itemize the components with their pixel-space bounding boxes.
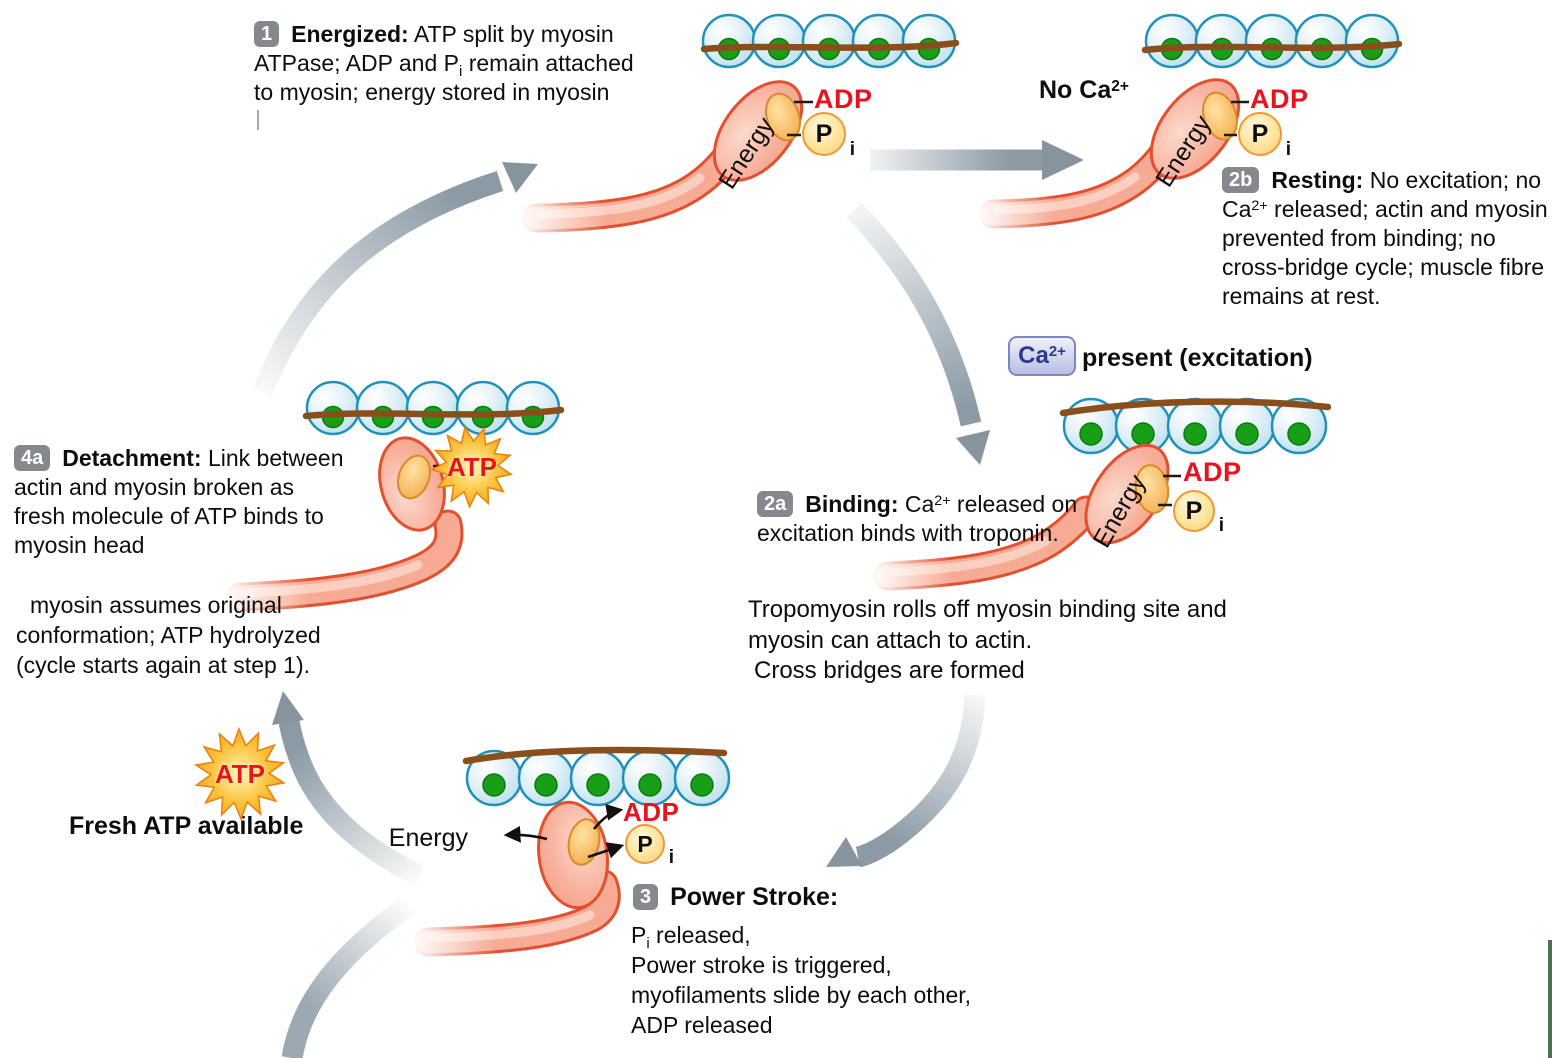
nucleotide-pocket	[397, 454, 431, 500]
starburst-icon	[193, 726, 287, 822]
nucleotide-pocket	[765, 92, 801, 142]
actin-filament-detachment	[302, 380, 565, 436]
arrow-powerstroke-tail	[281, 894, 418, 1058]
myosin-binding-site	[534, 773, 558, 797]
arrow-to-energy	[503, 825, 548, 843]
myosin-resting	[975, 78, 1241, 238]
myosin-binding-site	[1183, 422, 1207, 446]
step-badge-4a: 4a	[14, 445, 51, 471]
adp-label: ADP	[623, 797, 680, 827]
starburst-icon	[430, 425, 514, 509]
arrowhead-energized	[502, 162, 538, 193]
actin-filament-binding	[1059, 397, 1332, 455]
atp-starburst: ATP	[412, 407, 532, 527]
step-badge-2a: 2a	[757, 491, 794, 517]
tropomyosin-note: Tropomyosin rolls off myosin binding sit…	[748, 596, 1227, 654]
tropomyosin-strand	[700, 39, 960, 53]
energy-label: Energy	[388, 824, 468, 852]
arrow-binding-to-powerstroke	[855, 694, 986, 868]
adp-label: ADP	[1183, 457, 1242, 487]
cursor-artifact	[257, 110, 259, 130]
myosin-binding-site	[371, 405, 395, 429]
page-edge-mark	[1548, 940, 1552, 1058]
arrow-energized-to-binding	[846, 202, 982, 427]
arrowhead-powerstroke	[826, 837, 862, 867]
nucleotide-pocket	[1202, 91, 1238, 141]
power-stroke-details: Pi released,Power stroke is triggered,my…	[631, 922, 972, 1038]
nucleotide-pocket	[1134, 464, 1170, 514]
tropomyosin-strand	[1141, 40, 1403, 54]
myosin-binding-site	[1287, 422, 1311, 446]
tropomyosin-strand	[302, 406, 565, 420]
fresh-atp-label: Fresh ATP available	[69, 812, 304, 840]
adp-label: ADP	[814, 84, 873, 114]
actin-filament-power-stroke	[462, 746, 731, 807]
step-badge-3: 3	[633, 884, 659, 910]
myosin-binding-site	[586, 773, 610, 797]
cycle-arrows	[252, 140, 1084, 1058]
step-badge-1: 1	[254, 21, 280, 47]
myosin-binding-site	[638, 773, 662, 797]
myosin-binding-site	[690, 773, 714, 797]
adp-label: ADP	[1250, 84, 1309, 114]
tropomyosin-strand	[1059, 398, 1332, 417]
arrow-detachment-to-energized	[252, 171, 504, 397]
no-calcium-label: No Ca2+	[1039, 76, 1129, 104]
myosin-power-stroke	[410, 800, 621, 966]
myosin-binding-site	[1235, 422, 1259, 446]
step-badge-2b: 2b	[1222, 167, 1260, 193]
nucleotide-pocket	[567, 818, 601, 866]
atp-starburst: ATP	[178, 712, 302, 836]
detachment-note: myosin assumes original conformation; AT…	[16, 592, 321, 678]
myosin-energized	[518, 80, 804, 242]
myosin-binding	[870, 443, 1170, 600]
arrowhead-detachment	[272, 691, 304, 725]
arrow-to-pi	[587, 842, 625, 859]
calcium-badge: Ca2+	[1008, 336, 1076, 376]
cross-bridges-note: Cross bridges are formed	[754, 657, 1025, 684]
tropomyosin-strand	[462, 746, 728, 765]
arrow-to-adp	[592, 803, 624, 830]
arrowhead-binding	[956, 430, 990, 465]
calcium-present-label: present (excitation)	[1082, 344, 1313, 372]
actin-filament-resting	[1141, 13, 1403, 69]
arrow-atp-to-detachment	[277, 712, 425, 886]
actin-filament-energized	[700, 13, 960, 69]
myosin-binding-site	[1131, 422, 1155, 446]
arrowhead-resting	[1042, 140, 1084, 180]
myosin-binding-site	[1079, 422, 1103, 446]
connector-lines	[433, 100, 1249, 859]
myosin-detachment	[222, 436, 464, 620]
myosin-binding-site	[482, 773, 506, 797]
